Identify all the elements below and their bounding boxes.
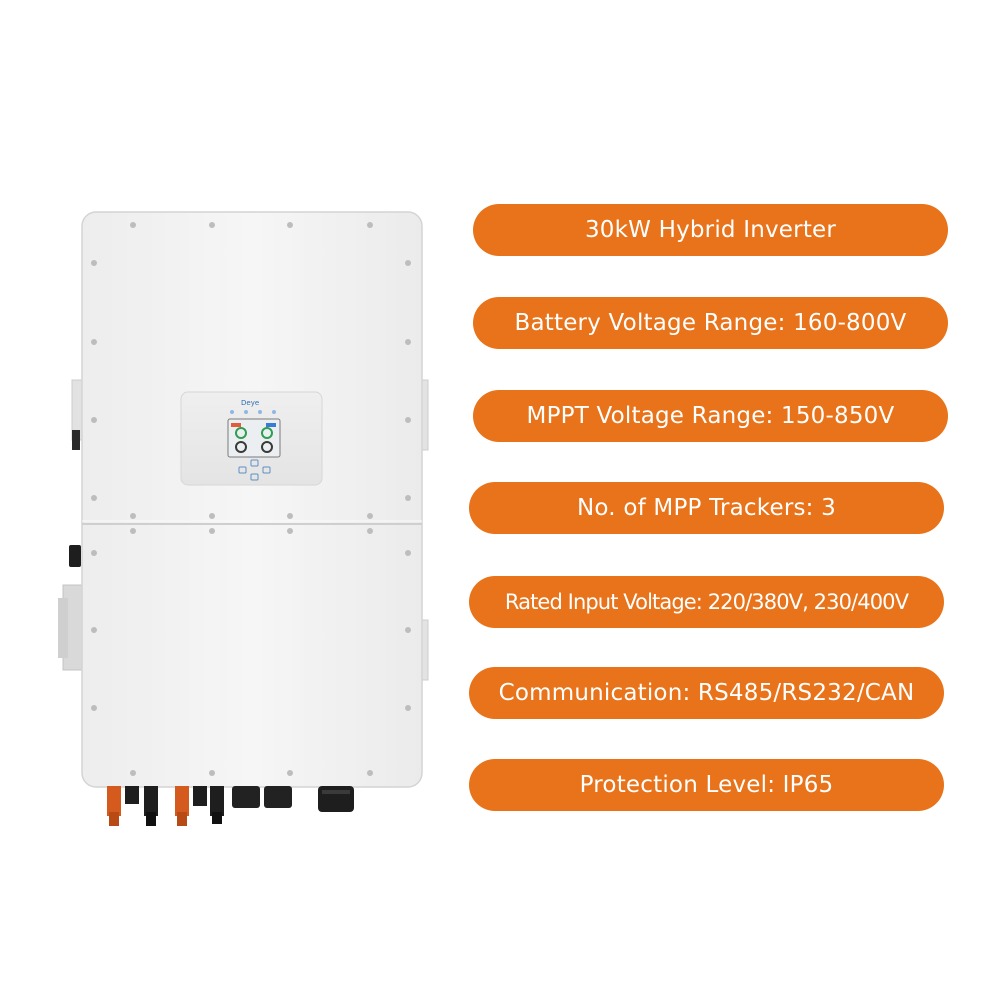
housing-screws <box>91 222 411 776</box>
panel-button-up <box>250 459 259 467</box>
spec-pill-mpp-trackers: No. of MPP Trackers: 3 <box>469 482 944 534</box>
spec-pill-protection-level: Protection Level: IP65 <box>469 759 944 811</box>
spec-pill-battery-voltage: Battery Voltage Range: 160-800V <box>473 297 948 349</box>
control-panel: Deye <box>180 391 323 486</box>
bottom-connectors <box>107 786 354 826</box>
spec-pill-rated-input-voltage: Rated Input Voltage: 220/380V, 230/400V <box>469 576 944 628</box>
panel-button-right <box>262 466 271 474</box>
spec-pill-mppt-voltage: MPPT Voltage Range: 150-850V <box>473 390 948 442</box>
panel-button-left <box>238 466 247 474</box>
panel-button-down <box>250 473 259 481</box>
device-logo: Deye <box>241 399 259 407</box>
inverter-housing <box>81 211 423 788</box>
spec-pill-model: 30kW Hybrid Inverter <box>473 204 948 256</box>
spec-pill-communication: Communication: RS485/RS232/CAN <box>469 667 944 719</box>
